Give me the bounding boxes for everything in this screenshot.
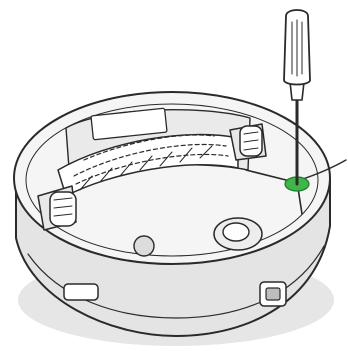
power-switch-icon: [260, 282, 286, 306]
side-port: [64, 284, 98, 300]
charging-contact: [134, 236, 154, 256]
caster-wheel-icon: [214, 218, 262, 250]
right-drive-wheel: [230, 124, 266, 160]
